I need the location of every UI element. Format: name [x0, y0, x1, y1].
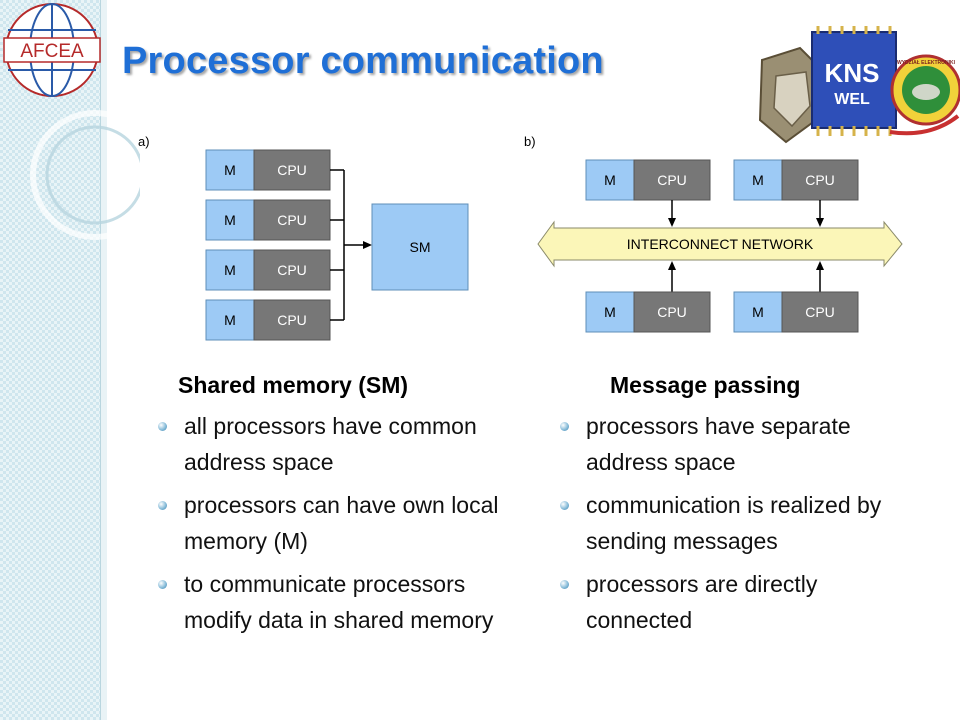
afcea-logo-text: AFCEA: [20, 41, 84, 62]
bullet-text: to communicate processors modify data in…: [184, 571, 494, 633]
arrowhead-up: [816, 261, 824, 270]
processor-unit: M CPU: [733, 159, 859, 201]
bullet-icon: [158, 580, 167, 589]
decorative-sidebar: [0, 0, 106, 720]
bullet-text: all processors have common address space: [184, 413, 477, 475]
arrowhead-up: [668, 261, 676, 270]
bullet-item: processors can have own local memory (M): [156, 487, 516, 559]
interconnect-band: [537, 220, 903, 268]
processor-unit: M CPU: [585, 291, 711, 333]
memory-label: M: [752, 304, 764, 320]
cpu-label: CPU: [277, 262, 307, 278]
diagram-shared-memory: a) M CPU M CPU M CPU M CPU SM: [138, 134, 469, 341]
network-arrows: [671, 200, 821, 292]
memory-box: [585, 291, 635, 333]
processor-unit: M CPU: [733, 291, 859, 333]
memory-label: M: [224, 212, 236, 228]
bullet-item: to communicate processors modify data in…: [156, 566, 516, 638]
bullet-item: processors are directly connected: [558, 566, 918, 638]
memory-label: M: [224, 312, 236, 328]
bus-arrowhead: [363, 241, 372, 249]
slide-title: Processor communication: [122, 40, 604, 82]
decorative-arcs: [30, 110, 140, 240]
diagram-b-label: b): [524, 134, 536, 149]
memory-label: M: [604, 304, 616, 320]
processor-unit: M CPU: [205, 249, 331, 291]
cpu-box: [781, 159, 859, 201]
memory-box: [733, 159, 783, 201]
processor-unit: M CPU: [205, 199, 331, 241]
bullet-item: processors have separate address space: [558, 408, 918, 480]
arrowhead-down: [668, 218, 676, 227]
memory-box: [205, 299, 255, 341]
cpu-label: CPU: [657, 304, 687, 320]
bullet-item: communication is realized by sending mes…: [558, 487, 918, 559]
interconnect-label: INTERCONNECT NETWORK: [627, 236, 814, 252]
wydzial-logo-text: WYDZIAŁ ELEKTRONIKI: [897, 60, 956, 66]
memory-box: [205, 149, 255, 191]
processor-unit: M CPU: [585, 159, 711, 201]
cpu-label: CPU: [805, 304, 835, 320]
shared-memory-box: [371, 203, 469, 291]
wel-logo-text: WEL: [834, 91, 870, 108]
afcea-logo: AFCEA: [3, 3, 101, 97]
bullet-icon: [560, 580, 569, 589]
bullet-icon: [560, 501, 569, 510]
message-passing-heading: Message passing: [610, 372, 801, 398]
bullet-icon: [560, 422, 569, 431]
memory-label: M: [224, 162, 236, 178]
bullet-icon: [158, 501, 167, 510]
memory-label: M: [752, 172, 764, 188]
cpu-label: CPU: [657, 172, 687, 188]
cpu-box: [781, 291, 859, 333]
processor-unit: M CPU: [205, 149, 331, 191]
bus-connectors: [330, 169, 366, 321]
arrowhead-down: [816, 218, 824, 227]
diagram-message-passing: b) M CPU M CPU INTERCONNECT NETWORK M CP…: [524, 134, 903, 333]
memory-label: M: [224, 262, 236, 278]
kns-logo-text: KNS: [825, 58, 880, 88]
memory-box: [733, 291, 783, 333]
shared-memory-bullets: all processors have common address space…: [156, 408, 516, 645]
bullet-icon: [158, 422, 167, 431]
bullet-text: processors can have own local memory (M): [184, 492, 499, 554]
shared-memory-heading: Shared memory (SM): [178, 372, 409, 398]
diagram-a-label: a): [138, 134, 150, 149]
cpu-label: CPU: [277, 162, 307, 178]
bullet-text: communication is realized by sending mes…: [586, 492, 882, 554]
cpu-box: [253, 149, 331, 191]
processor-unit: M CPU: [205, 299, 331, 341]
bullet-text: processors have separate address space: [586, 413, 851, 475]
cpu-box: [253, 299, 331, 341]
cpu-label: CPU: [805, 172, 835, 188]
cpu-label: CPU: [277, 212, 307, 228]
bullet-item: all processors have common address space: [156, 408, 516, 480]
memory-label: M: [604, 172, 616, 188]
sidebar-edge: [100, 0, 107, 720]
cpu-label: CPU: [277, 312, 307, 328]
cpu-box: [633, 291, 711, 333]
cpu-box: [253, 249, 331, 291]
kns-wel-logo: KNS WEL WYDZIAŁ ELEKTRONIKI: [758, 26, 960, 144]
bullet-text: processors are directly connected: [586, 571, 818, 633]
shared-memory-label: SM: [410, 239, 431, 255]
message-passing-bullets: processors have separate address space c…: [558, 408, 918, 645]
